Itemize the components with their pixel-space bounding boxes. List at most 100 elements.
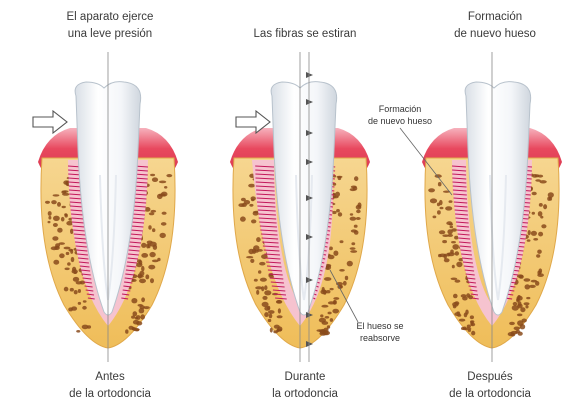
- bone-spot: [161, 192, 168, 197]
- bone-spot: [138, 304, 143, 307]
- bone-spot: [471, 331, 475, 336]
- bone-spot: [454, 301, 459, 305]
- bone-spot: [59, 242, 65, 245]
- bone-spot: [164, 186, 167, 189]
- bone-spot: [320, 314, 323, 317]
- panel-before: [38, 52, 178, 362]
- bone-spot: [248, 184, 255, 188]
- bone-spot: [269, 314, 273, 319]
- bone-spot: [465, 310, 468, 315]
- bone-spot: [268, 310, 275, 314]
- bone-spot: [61, 217, 65, 222]
- bone-spot: [264, 312, 269, 317]
- bone-spot: [450, 250, 454, 254]
- bone-spot: [262, 296, 267, 300]
- bone-spot: [251, 199, 254, 202]
- bone-spot: [53, 260, 59, 265]
- bone-spot: [55, 246, 60, 249]
- bone-spot: [336, 209, 340, 212]
- bone-spot: [350, 213, 353, 215]
- bone-spot: [451, 241, 456, 243]
- bone-spot: [452, 265, 455, 269]
- bone-spot: [439, 200, 443, 205]
- bone-spot: [461, 294, 467, 298]
- panel-after: [422, 52, 562, 362]
- bone-spot: [74, 271, 77, 274]
- bone-spot: [256, 290, 259, 295]
- bone-spot: [78, 289, 81, 293]
- bone-spot: [152, 228, 155, 232]
- bone-spot: [256, 237, 261, 242]
- bone-spot: [68, 249, 73, 252]
- bone-spot: [354, 225, 358, 228]
- bone-spot: [148, 243, 151, 248]
- bone-spot: [70, 288, 74, 292]
- bone-spot: [466, 293, 470, 297]
- bone-spot: [538, 211, 543, 216]
- bone-spot: [354, 176, 358, 181]
- bone-spot: [535, 281, 539, 286]
- bone-spot: [87, 325, 91, 328]
- bone-spot: [319, 318, 326, 323]
- bone-spot: [538, 232, 543, 237]
- bone-spot: [70, 229, 73, 234]
- bone-spot: [274, 325, 280, 329]
- bone-spot: [356, 205, 362, 210]
- bone-spot: [141, 253, 148, 258]
- bone-spot: [538, 175, 544, 178]
- bone-spot: [264, 285, 267, 290]
- bone-spot: [74, 290, 78, 294]
- annotation-new-bone: Formación de nuevo hueso: [365, 103, 435, 127]
- bone-spot: [241, 198, 246, 202]
- bone-spot: [166, 174, 172, 177]
- bone-spot: [251, 219, 256, 223]
- annotation-new-bone-line1: Formación: [365, 103, 435, 115]
- bone-spot: [354, 230, 359, 235]
- bone-spot: [67, 262, 71, 266]
- bone-spot: [277, 329, 283, 332]
- bone-spot: [141, 266, 144, 272]
- bone-spot: [150, 278, 154, 283]
- bone-spot: [343, 281, 347, 286]
- bone-spot: [532, 174, 537, 178]
- bone-spot: [248, 249, 254, 254]
- bone-spot: [322, 287, 325, 292]
- bone-spot: [149, 252, 155, 257]
- bone-spot: [246, 256, 253, 258]
- bone-spot: [457, 314, 461, 317]
- bone-spot: [64, 213, 67, 216]
- bone-spot: [278, 308, 281, 313]
- bone-spot: [145, 274, 149, 279]
- bone-spot: [524, 278, 531, 281]
- bone-spot: [149, 212, 155, 215]
- bone-spot: [455, 280, 461, 283]
- bone-spot: [76, 281, 83, 284]
- bone-spot: [323, 331, 330, 336]
- bone-spot: [324, 277, 331, 281]
- bone-spot: [157, 258, 160, 262]
- bone-spot: [277, 315, 283, 318]
- bone-spot: [345, 276, 348, 280]
- bone-spot: [540, 216, 543, 219]
- bone-spot: [131, 298, 137, 303]
- bone-spot: [524, 302, 530, 305]
- bone-spot: [133, 320, 139, 325]
- bone-spot: [161, 222, 167, 226]
- bone-spot: [64, 287, 69, 292]
- bone-spot: [276, 300, 282, 304]
- bone-spot: [455, 251, 460, 255]
- bone-spot: [254, 279, 258, 282]
- bone-spot: [459, 319, 465, 322]
- bone-spot: [449, 200, 453, 203]
- bone-spot: [338, 212, 342, 216]
- bone-spot: [440, 207, 444, 210]
- bone-spot: [533, 238, 538, 241]
- bone-spot: [66, 252, 70, 255]
- bone-spot: [456, 262, 462, 268]
- bone-spot: [136, 315, 141, 320]
- bone-spot: [148, 265, 155, 270]
- bone-spot: [549, 197, 552, 201]
- bone-spot: [270, 328, 273, 333]
- bone-spot: [65, 268, 70, 271]
